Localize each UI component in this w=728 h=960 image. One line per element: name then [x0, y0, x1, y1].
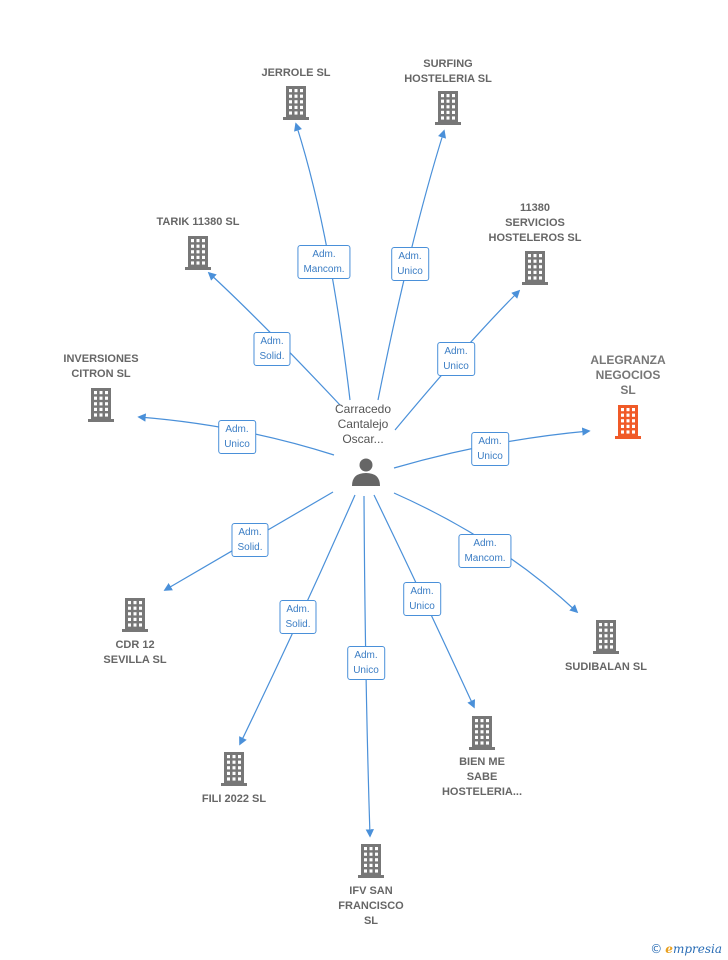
building-icon — [88, 388, 114, 422]
company-label-tarik[interactable]: TARIK 11380 SL — [156, 216, 240, 228]
empresia-footer[interactable]: ©empresia — [650, 942, 722, 956]
person-icon — [352, 458, 380, 486]
relation-label-surfing: Adm. Unico — [391, 247, 429, 281]
company-label-inversiones[interactable]: INVERSIONES CITRON SL — [63, 353, 139, 380]
company-label-servicios[interactable]: 11380 SERVICIOS HOSTELEROS SL — [488, 202, 582, 244]
relation-label-cdr: Adm. Solid. — [231, 523, 269, 557]
relation-label-jerrole: Adm. Mancom. — [297, 245, 351, 279]
building-icon — [283, 86, 309, 120]
building-icon — [221, 752, 247, 786]
company-label-ifv[interactable]: IFV SAN FRANCISCO SL — [338, 885, 404, 927]
building-icon — [435, 91, 461, 125]
company-label-surfing[interactable]: SURFING HOSTELERIA SL — [404, 58, 492, 85]
company-label-fili[interactable]: FILI 2022 SL — [201, 793, 267, 805]
relation-label-inversiones: Adm. Unico — [218, 420, 256, 454]
person-label[interactable]: Carracedo Cantalejo Oscar... — [334, 402, 392, 446]
building-icon — [122, 598, 148, 632]
building-icon — [593, 620, 619, 654]
relation-label-bienme: Adm. Unico — [403, 582, 441, 616]
building-icon — [469, 716, 495, 750]
building-icon — [185, 236, 211, 270]
company-label-alegranza[interactable]: ALEGRANZA NEGOCIOS SL — [590, 353, 666, 397]
company-label-sudibalan[interactable]: SUDIBALAN SL — [565, 661, 647, 673]
company-label-bienme[interactable]: BIEN ME SABE HOSTELERIA... — [441, 756, 523, 798]
company-label-cdr[interactable]: CDR 12 SEVILLA SL — [103, 639, 167, 666]
company-label-jerrole[interactable]: JERROLE SL — [261, 67, 331, 79]
relation-label-sudibalan: Adm. Mancom. — [458, 534, 512, 568]
brand-name: mpresia — [672, 942, 722, 956]
relation-label-ifv: Adm. Unico — [347, 646, 385, 680]
building-icon — [522, 251, 548, 285]
building-icon — [615, 405, 641, 439]
copyright-icon: © — [650, 942, 663, 956]
building-icon — [358, 844, 384, 878]
relation-label-servicios: Adm. Unico — [437, 342, 475, 376]
brand-initial: e — [665, 942, 673, 956]
relation-label-tarik: Adm. Solid. — [253, 332, 291, 366]
edge-tarik — [207, 271, 341, 406]
relation-label-fili: Adm. Solid. — [279, 600, 317, 634]
relation-label-alegranza: Adm. Unico — [471, 432, 509, 466]
